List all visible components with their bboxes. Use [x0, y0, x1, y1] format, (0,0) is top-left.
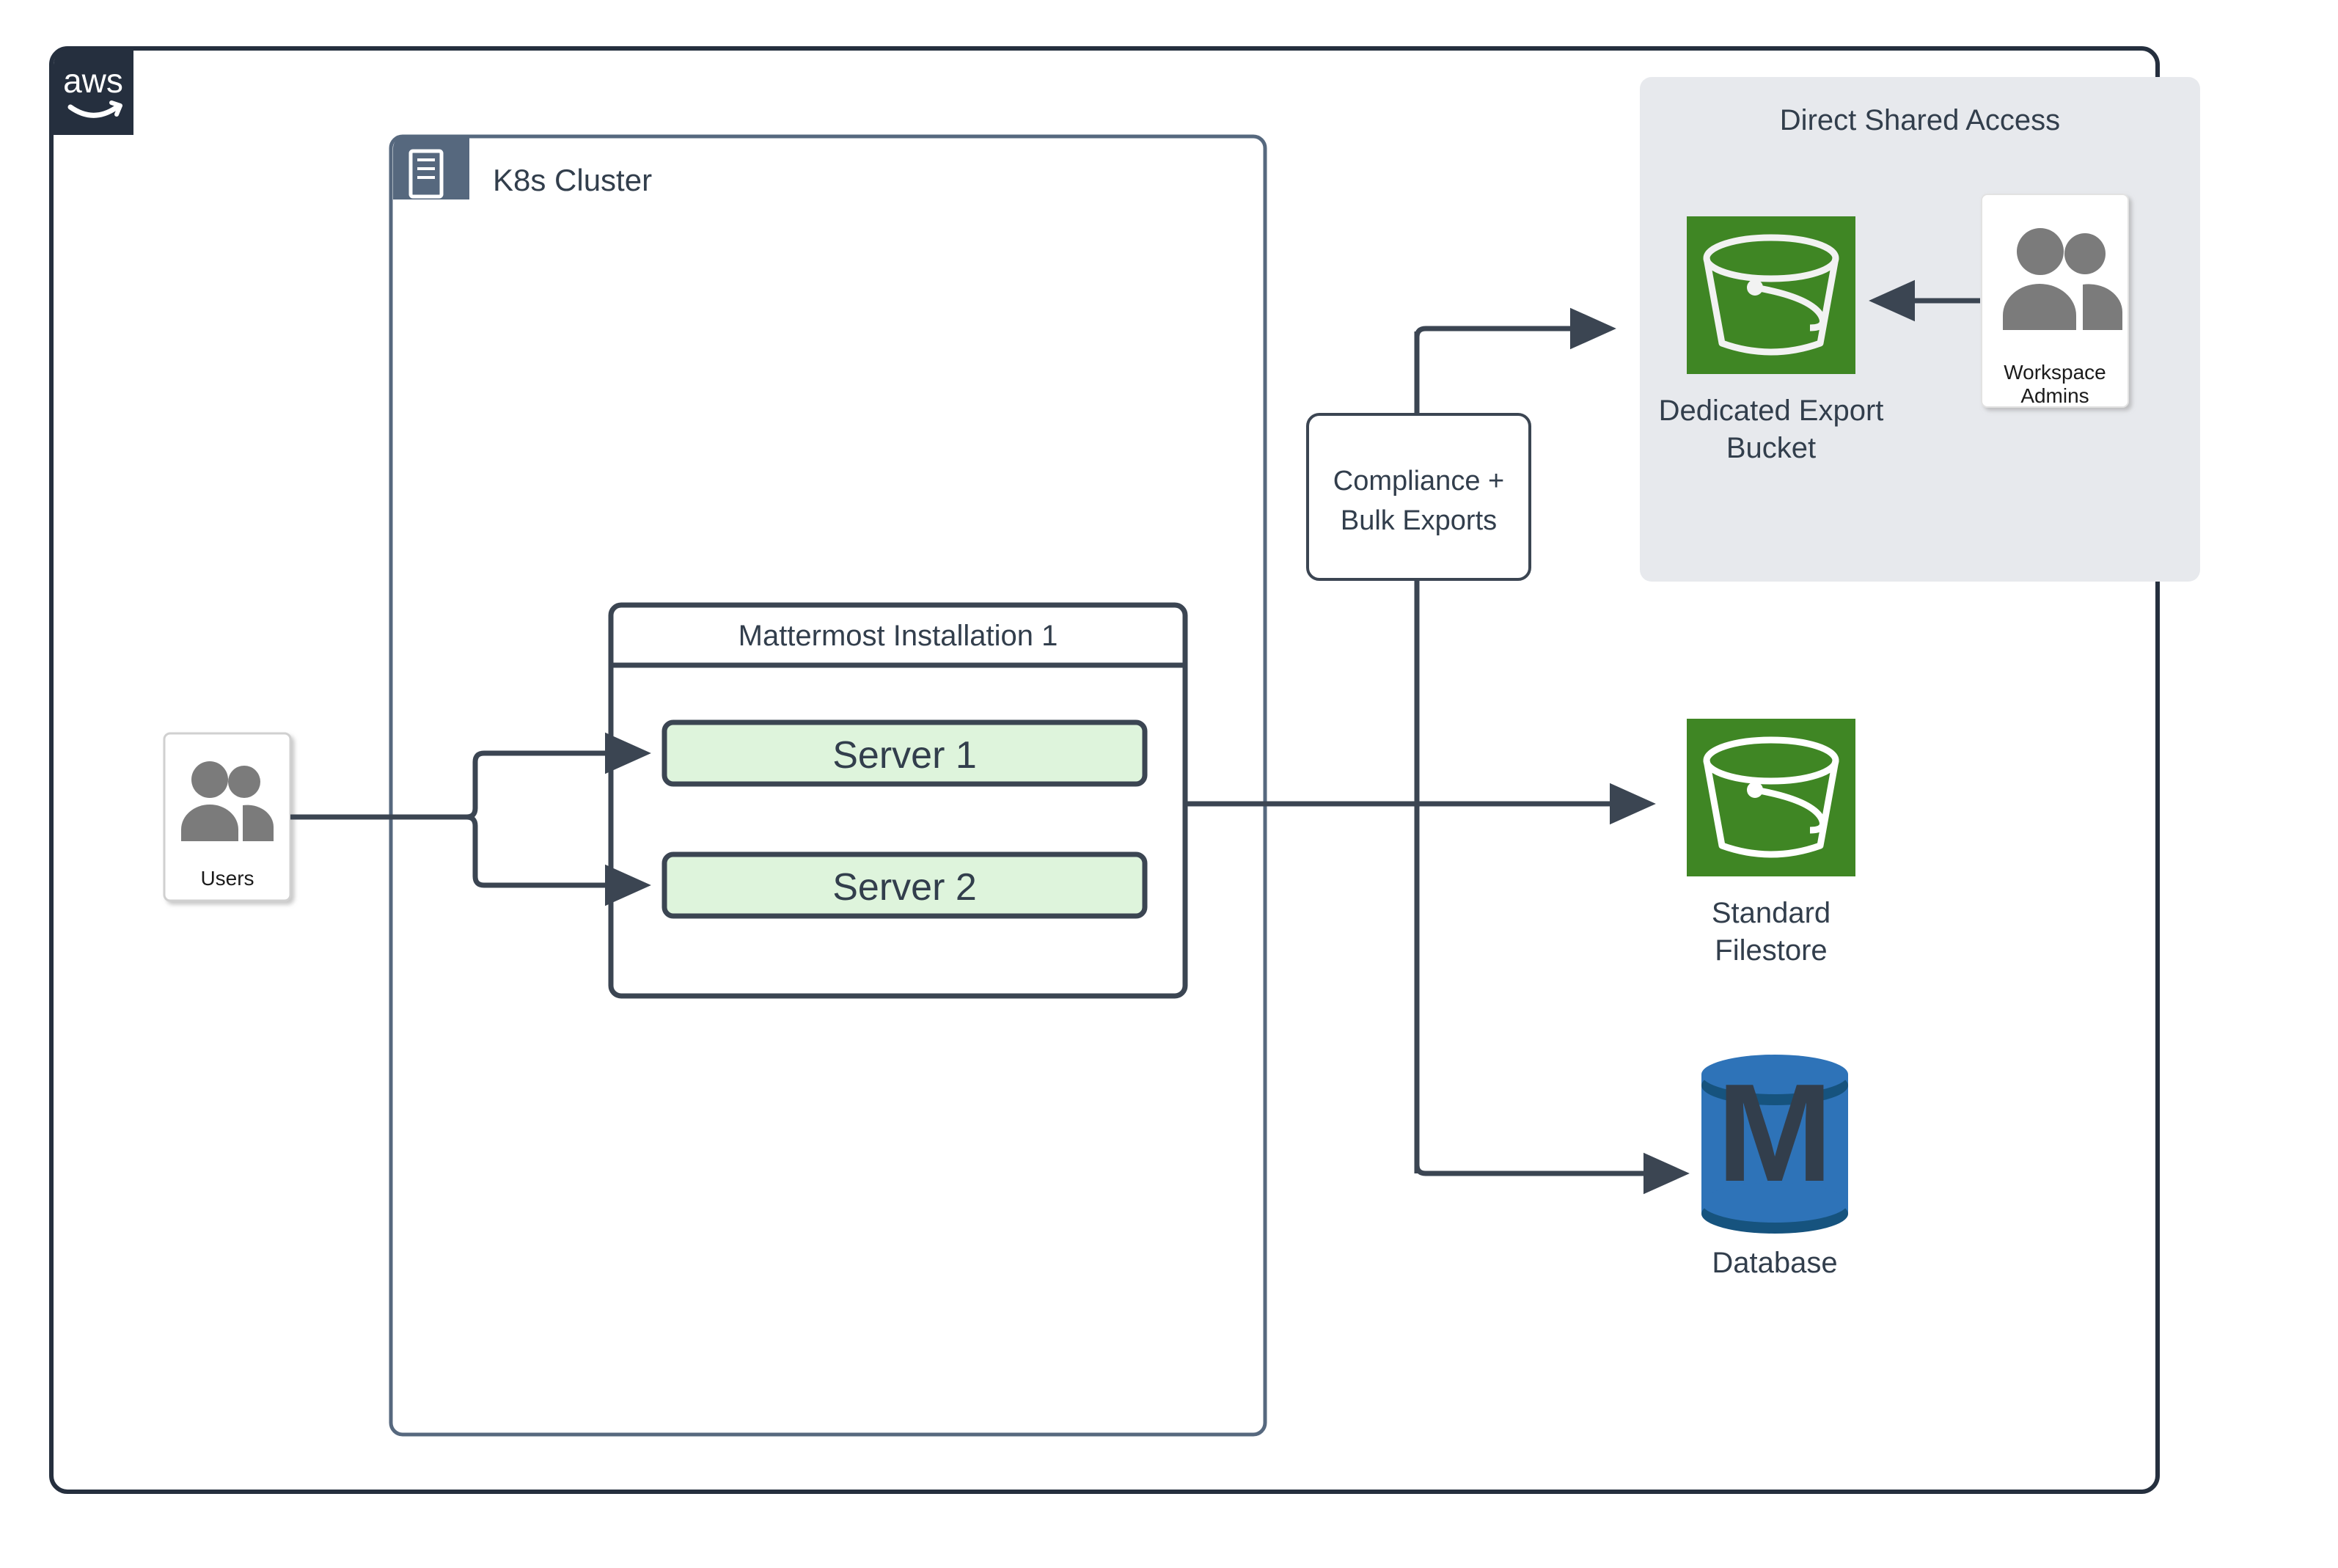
dedicated-export-bucket-label: Dedicated Export Bucket: [1602, 392, 1940, 467]
mattermost-installation-container: [608, 602, 1188, 999]
standard-filestore-label-line1: Standard: [1711, 897, 1831, 929]
users-group-icon: [2003, 228, 2123, 330]
aws-logo-text: aws: [63, 62, 123, 100]
k8s-cluster-label: K8s Cluster: [493, 163, 653, 197]
aws-logo-badge: aws: [54, 48, 133, 135]
users-label: Users: [200, 867, 254, 890]
dedicated-export-bucket-node[interactable]: [1687, 216, 1855, 374]
server-2-label: Server 2: [832, 866, 977, 909]
server-1-box: [662, 719, 1148, 787]
direct-shared-access-title: Direct Shared Access: [1779, 104, 2061, 136]
edge-users-to-server-2: [466, 814, 651, 906]
export-bucket-label-line1: Dedicated Export: [1658, 395, 1884, 427]
compliance-label-line1: Compliance +: [1333, 466, 1505, 497]
database-letter: M: [1717, 1055, 1833, 1211]
mattermost-installation-title: Mattermost Installation 1: [738, 620, 1058, 652]
users-group-icon: [181, 761, 274, 841]
server-rack-icon: [408, 149, 444, 199]
database-label: Database: [1712, 1247, 1838, 1279]
standard-filestore-node[interactable]: [1687, 719, 1855, 876]
compliance-label-line2: Bulk Exports: [1340, 505, 1498, 536]
users-node[interactable]: [163, 732, 292, 902]
server-1-label: Server 1: [832, 734, 977, 777]
standard-filestore-label: Standard Filestore: [1602, 895, 1940, 970]
compliance-label: Compliance + Bulk Exports: [1308, 462, 1530, 541]
workspace-admins-node[interactable]: [1981, 194, 2129, 408]
database-node[interactable]: M: [1701, 1055, 1848, 1234]
edge-compliance-to-export-bucket: [1414, 307, 1616, 414]
standard-filestore-label-line2: Filestore: [1715, 934, 1828, 967]
database-cylinder-icon: [1701, 1055, 1848, 1234]
edge-compliance-to-database: [1414, 579, 1690, 1195]
server-2-box: [662, 851, 1148, 919]
export-bucket-label-line2: Bucket: [1726, 432, 1817, 465]
workspace-admins-label: Workspace Admins: [2004, 361, 2106, 407]
